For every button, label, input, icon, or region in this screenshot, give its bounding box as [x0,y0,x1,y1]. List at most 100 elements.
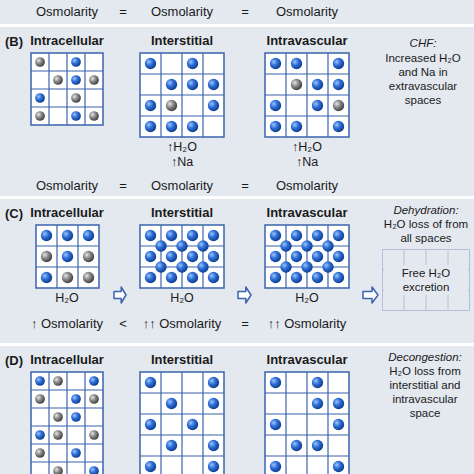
grid-line [265,73,349,74]
sodium-particle [166,440,177,451]
change-label: H₂O [24,291,110,306]
sodium-particle [71,448,81,458]
sodium-particle [291,121,302,132]
solute-particle [53,466,63,474]
osmolarity-label: = [241,316,249,332]
compartment-name: Intravascular [255,352,359,368]
sodium-particle [35,376,45,386]
grid-line [265,392,349,393]
grid-frame [31,372,103,474]
grid-line [36,266,99,267]
compartment-grid: Intravascular [255,352,359,474]
grid-line [31,461,103,462]
sodium-particle [166,398,177,409]
solute-particle [89,111,99,121]
sodium-particle [197,261,208,272]
excretion-grid: Free H₂O excretion [382,249,470,311]
label-holder: ↑↑ Osmolarity [143,316,222,332]
osmolarity-label: Osmolarity [36,4,98,20]
sodium-particle [187,79,198,90]
grid-line [31,88,103,89]
sodium-particle [166,79,177,90]
sodium-particle [61,230,72,241]
sodium-particle [208,251,219,262]
panel-band [0,0,474,24]
sodium-particle [40,272,51,283]
solute-particle [71,93,81,103]
sodium-particle [176,261,187,272]
grid-frame [36,225,99,288]
solute-particle [82,272,93,283]
panel-letter: (B) [5,34,23,49]
compartment-name: Intravascular [255,33,359,49]
sodium-particle [71,75,81,85]
sodium-particle [176,240,187,251]
sodium-particle [270,377,281,388]
sodium-particle [280,261,291,272]
grid-line [31,443,103,444]
sodium-particle [208,79,219,90]
sodium-particle [270,251,281,262]
grid-line [265,434,349,435]
label-holder: Increased H₂O and Na in extravascular sp… [376,51,470,107]
osmolarity-label: < [119,316,127,332]
grid-line [140,73,224,74]
label-holder: = [119,178,127,194]
label-holder: = [241,4,249,20]
grid-line [140,115,224,116]
grid-line [31,106,103,107]
sodium-particle [270,230,281,241]
panel-band [0,199,474,343]
sodium-particle [280,240,291,251]
compartment-name: Interstitial [130,352,234,368]
flow-arrow [114,287,126,303]
sodium-particle [89,376,99,386]
sodium-particle [166,230,177,241]
sodium-particle [187,272,198,283]
grid-line [382,310,470,311]
grid-line [265,115,349,116]
sodium-particle [312,251,323,262]
osmolarity-label: ↑ Osmolarity [31,316,103,332]
grid-line [66,372,67,474]
grid-line [160,372,161,474]
grid-line [77,225,78,288]
sodium-particle [187,251,198,262]
grid-frame [31,53,103,125]
grid-line [140,434,224,435]
compartment-grid-drawing [139,52,225,138]
solute-particle [35,448,45,458]
grid-line [36,245,99,246]
sodium-particle [35,93,45,103]
grid-line [48,372,49,474]
compartment-grid-drawing [30,371,104,474]
change-label: H₂O [130,291,234,306]
sodium-particle [208,461,219,472]
sodium-particle [197,240,208,251]
grid-line [31,70,103,71]
label-holder: = [119,4,127,20]
sodium-particle [82,230,93,241]
grid-line [181,225,182,288]
compartment-name: Interstitial [130,33,234,49]
solute-particle [53,412,63,422]
sodium-particle [89,466,99,474]
compartment-name: Intracellular [24,33,110,49]
label-holder: Decongestion: [378,350,472,364]
grid-line [285,225,286,288]
grid-line [84,372,85,474]
sodium-particle [145,419,156,430]
sodium-particle [312,440,323,451]
sodium-particle [333,398,344,409]
grid-line [202,225,203,288]
compartment-name: Interstitial [130,205,234,221]
compartment-grid: Intravascular↑H₂O↑Na [255,33,359,170]
grid-line [265,413,349,414]
compartment-grid: Intracellular [24,33,110,128]
solute-particle [89,430,99,440]
sodium-particle [270,272,281,283]
sodium-particle [145,230,156,241]
solute-particle [61,272,72,283]
osmolarity-label: ↑↑ Osmolarity [143,316,222,332]
sodium-particle [166,121,177,132]
